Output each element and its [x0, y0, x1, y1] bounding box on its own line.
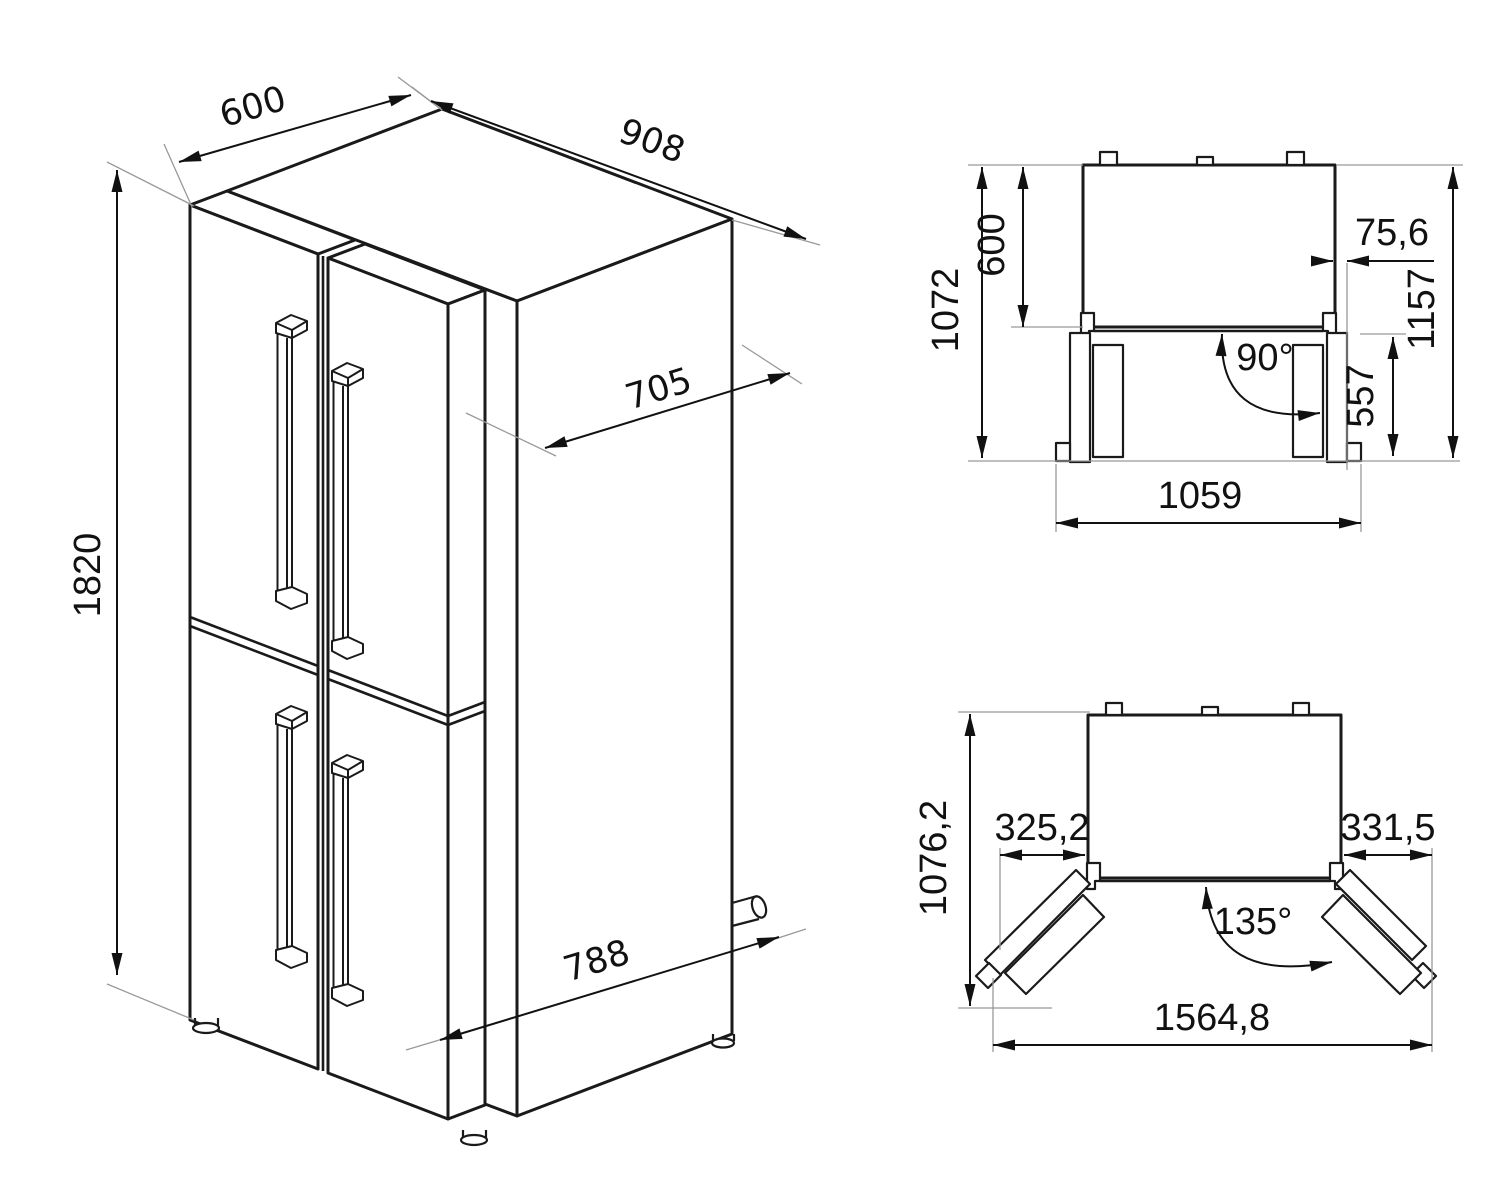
plan-view-135deg: 1076,2 325,2 331,5 1564,8 135° — [913, 701, 1438, 1052]
plan135-hinge-tab-right — [1291, 701, 1311, 717]
plan135-dim-331-5: 331,5 — [1340, 807, 1436, 1052]
cabinet-front-sliver — [483, 287, 519, 1118]
right-door-side-face — [446, 288, 487, 1121]
iso-height-label: 1820 — [67, 533, 109, 618]
plan135-dim-1564-8: 1564,8 — [992, 978, 1432, 1052]
door-split-lines — [189, 615, 486, 727]
plan135-1076-2-label: 1076,2 — [913, 800, 955, 916]
plan90-dim-557: 557 — [1340, 333, 1406, 456]
plan90-1157-label: 1157 — [1401, 268, 1443, 350]
plan90-dim-1157: 1157 — [1337, 164, 1463, 458]
front-left-foot — [191, 1018, 221, 1035]
plan90-hinge-tab-mid — [1195, 155, 1215, 167]
plan90-600-label: 600 — [971, 213, 1013, 276]
plan90-dim-75-6: 75,6 — [1311, 212, 1434, 470]
plan90-dim-1059: 1059 — [1055, 464, 1362, 532]
plan135-angle-label: 135° — [1214, 901, 1293, 943]
plan90-1072-label: 1072 — [925, 268, 967, 353]
plan90-left-door-open — [1054, 331, 1125, 464]
plan135-right-door-open — [1320, 868, 1438, 996]
plan90-hinge-tab-right — [1285, 150, 1306, 167]
cabinet-right-side-face — [515, 217, 734, 1118]
plan135-dim-1076-2: 1076,2 — [913, 711, 1090, 1009]
plan-view-90deg: 1072 600 75,6 1157 557 1059 — [925, 150, 1463, 532]
iso-depth-top-label: 600 — [215, 79, 290, 136]
plan135-left-hinge — [1085, 861, 1102, 891]
plan90-dim-1072: 1072 — [925, 164, 1460, 462]
plan90-1059-label: 1059 — [1158, 475, 1243, 517]
plan135-body — [1086, 713, 1343, 880]
plan90-557-label: 557 — [1340, 364, 1382, 427]
plan90-75-6-label: 75,6 — [1355, 212, 1429, 254]
plan90-body — [1081, 163, 1337, 329]
plan135-1564-8-label: 1564,8 — [1154, 997, 1270, 1039]
lower-left-door-handle — [275, 705, 308, 969]
plan90-hinge-tab-left — [1098, 150, 1119, 167]
plan135-325-2-label: 325,2 — [994, 807, 1089, 849]
plan135-swing-angle: 135° — [1201, 886, 1333, 972]
condenser-tube — [731, 894, 768, 928]
plan135-hinge-tab-mid — [1200, 705, 1220, 717]
isometric-view: 1820 600 908 705 788 — [67, 76, 821, 1147]
front-right-foot — [459, 1130, 489, 1147]
plan90-swing-angle: 90° — [1215, 333, 1321, 422]
upper-left-door-handle — [275, 314, 308, 610]
iso-width-label: 908 — [614, 111, 690, 171]
plan90-angle-label: 90° — [1236, 337, 1293, 379]
plan135-331-5-label: 331,5 — [1340, 807, 1435, 849]
iso-dimension-height-1820: 1820 — [67, 161, 195, 1021]
plan135-left-door-open — [974, 868, 1106, 996]
plan135-hinge-tab-left — [1104, 701, 1124, 717]
upper-right-door-handle — [331, 362, 364, 660]
plan135-dim-325-2: 325,2 — [994, 807, 1090, 950]
lower-right-door-handle — [331, 754, 364, 1007]
plan90-dim-600: 600 — [971, 167, 1083, 328]
